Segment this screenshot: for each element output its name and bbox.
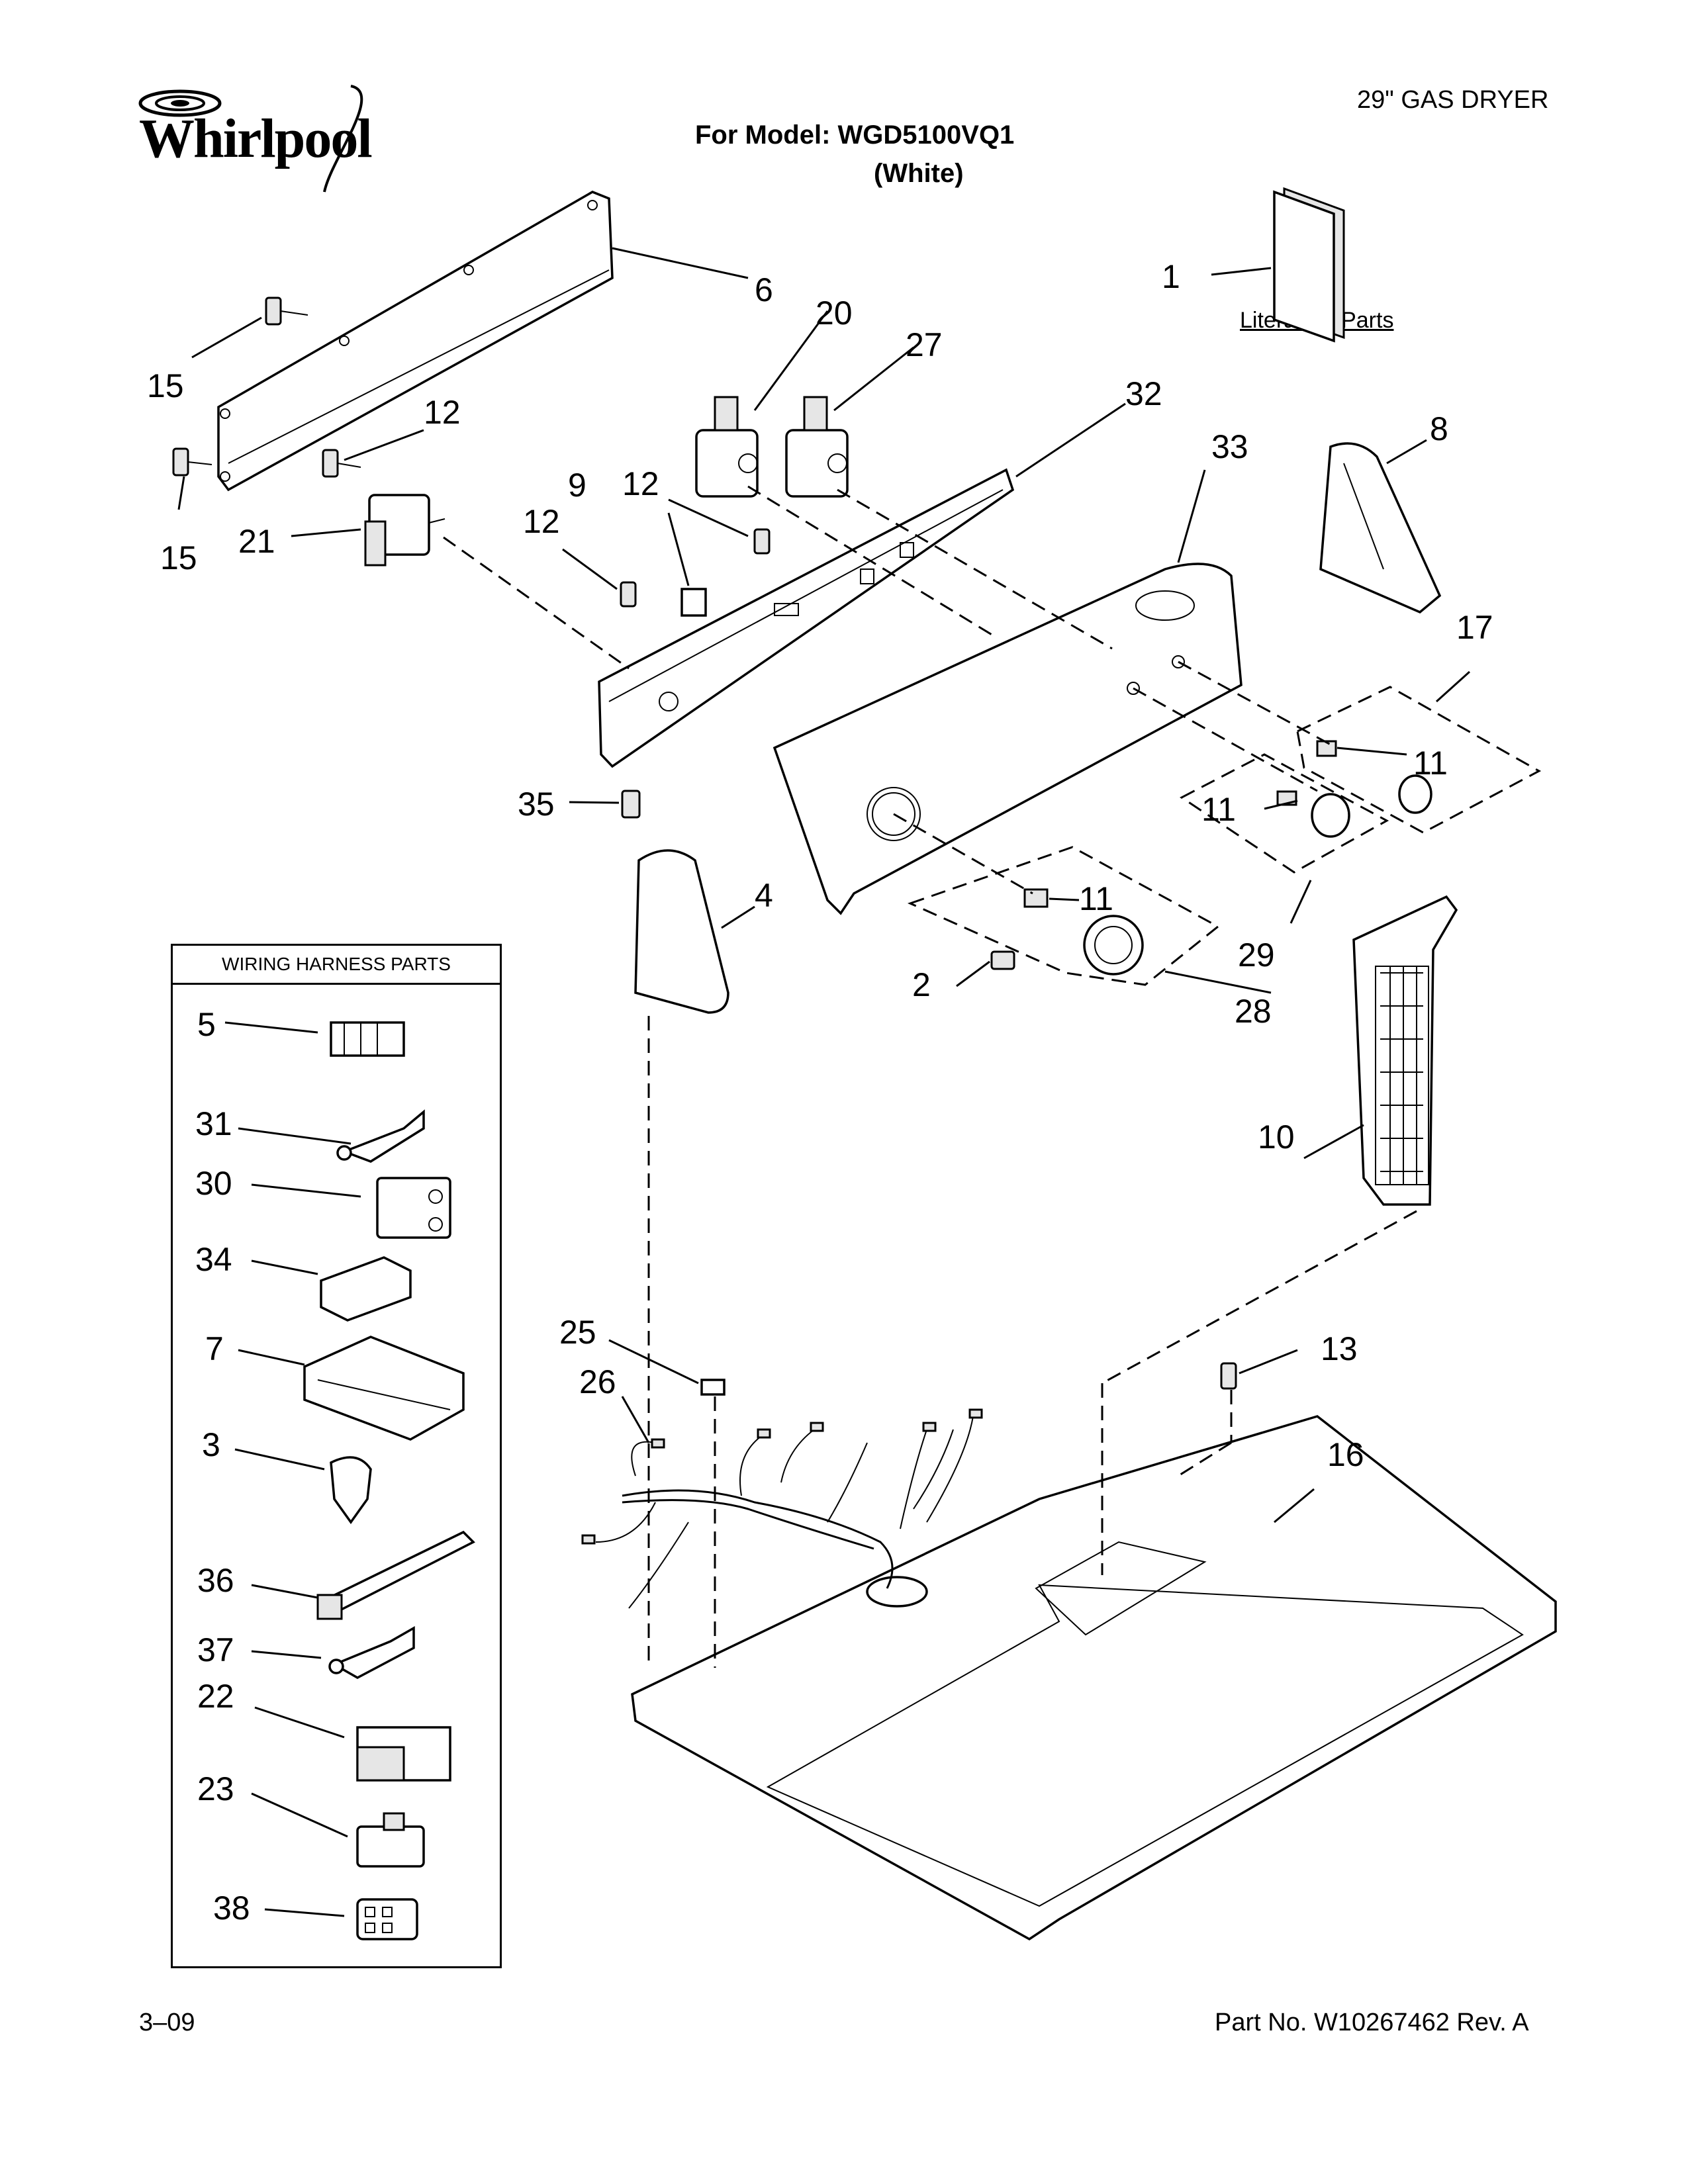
callout-26: 26	[579, 1363, 616, 1400]
whirlpool-swirl-icon	[138, 85, 363, 193]
callout-11-upper: 11	[1413, 745, 1448, 782]
literature-booklet	[1273, 187, 1345, 343]
control-rear-panel	[217, 191, 614, 492]
screw-2	[990, 950, 1015, 970]
end-cap-8	[1319, 442, 1442, 614]
callout-9: 9	[568, 467, 586, 504]
clip-25	[700, 1379, 726, 1396]
callout-10: 10	[1258, 1118, 1295, 1156]
model-color: (White)	[874, 159, 964, 188]
clip-3	[330, 1456, 372, 1525]
callout-32: 32	[1125, 375, 1162, 412]
callout-28: 28	[1235, 993, 1272, 1030]
terminal-31	[336, 1109, 425, 1163]
callout-7: 7	[205, 1330, 224, 1367]
cable-tie-36	[316, 1530, 475, 1620]
group-29	[1180, 753, 1389, 874]
knob-28	[1023, 888, 1144, 976]
callout-27: 27	[906, 326, 943, 363]
callout-11-mid: 11	[1201, 791, 1236, 828]
connector-38	[356, 1898, 418, 1940]
knob-29	[1276, 790, 1350, 838]
leader-arrows	[177, 247, 1471, 1917]
top-cover-16	[631, 1415, 1557, 1941]
callout-23: 23	[197, 1770, 234, 1807]
terminal-37	[328, 1625, 415, 1679]
callout-11-lower: 11	[1079, 880, 1113, 917]
switch-27	[785, 396, 849, 498]
screw-13	[1220, 1362, 1237, 1390]
connector-34	[320, 1256, 412, 1322]
footer-part-number: Part No. W10267462 Rev. A	[1215, 2009, 1529, 2036]
assembly-dashes	[443, 485, 1417, 1668]
callout-36: 36	[197, 1562, 234, 1599]
switch-20	[695, 396, 759, 498]
callout-13: 13	[1321, 1330, 1358, 1367]
screw-12-left	[322, 449, 361, 478]
callout-16: 16	[1327, 1436, 1364, 1473]
callout-6: 6	[755, 271, 773, 308]
callout-20: 20	[816, 295, 853, 332]
screw-12-center	[620, 581, 637, 608]
group-28	[907, 846, 1220, 986]
callout-30: 30	[195, 1165, 232, 1202]
callout-21: 21	[238, 523, 275, 560]
callout-3: 3	[202, 1426, 220, 1463]
screw-15-lower	[172, 447, 212, 477]
callout-31: 31	[195, 1105, 232, 1142]
callout-12-center: 12	[622, 465, 659, 502]
callout-25: 25	[559, 1314, 596, 1351]
wiring-harness-box: WIRING HARNESS PARTS	[171, 944, 502, 1968]
callout-17: 17	[1456, 609, 1493, 646]
screw-12-right	[753, 528, 771, 555]
callout-15-lower: 15	[160, 539, 197, 576]
callout-5: 5	[197, 1006, 216, 1043]
callout-38: 38	[213, 1889, 250, 1927]
connector-23	[356, 1812, 425, 1868]
callout-29: 29	[1238, 936, 1275, 974]
lint-screen-10	[1352, 895, 1458, 1206]
callout-34: 34	[195, 1241, 232, 1278]
callout-1: 1	[1162, 258, 1180, 295]
connector-30	[376, 1177, 451, 1239]
wiring-harness-title: WIRING HARNESS PARTS	[173, 946, 500, 985]
callout-35: 35	[518, 786, 555, 823]
connector-22	[356, 1726, 451, 1782]
callout-4: 4	[755, 877, 773, 914]
product-type: 29" GAS DRYER	[1357, 86, 1549, 114]
knob-11-upper	[1316, 740, 1432, 814]
screw-15-upper	[265, 296, 308, 326]
timer-switch-21	[364, 494, 445, 567]
callout-22: 22	[197, 1678, 234, 1715]
screw-35	[621, 790, 641, 819]
callout-12-left: 12	[523, 503, 560, 540]
wiring-harness-26	[581, 1408, 983, 1609]
group-17	[1296, 686, 1542, 834]
clip-9	[680, 588, 707, 617]
model-title: For Model: WGD5100VQ1	[695, 120, 1015, 150]
callout-2: 2	[912, 966, 931, 1003]
connector-5	[330, 1021, 405, 1057]
callout-15-upper: 15	[147, 367, 184, 404]
control-bracket-32	[598, 468, 1015, 768]
callout-33: 33	[1211, 428, 1248, 465]
brand-name: Whirlpool	[139, 108, 373, 169]
end-cap-4	[634, 849, 729, 1014]
connector-7	[303, 1336, 465, 1441]
footer-date: 3–09	[139, 2009, 195, 2036]
callout-37: 37	[197, 1631, 234, 1668]
callout-12-upper: 12	[424, 394, 461, 431]
callout-8: 8	[1430, 410, 1448, 447]
console-33	[773, 563, 1243, 915]
brand-logo: Whirlpool	[132, 79, 391, 199]
callout-labels: 1 6 20 27 32 33 8 15 12 15 21 9 12 12 17…	[147, 258, 1493, 1927]
